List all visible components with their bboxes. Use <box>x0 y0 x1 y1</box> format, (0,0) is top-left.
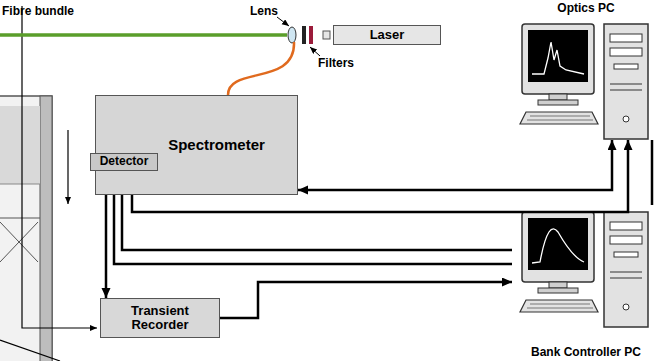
computer-label: Bank Controller PC <box>512 346 660 359</box>
part-label: Filters <box>318 56 354 70</box>
box-label: Transient Recorder <box>101 304 219 333</box>
box-label: Detector <box>100 155 149 168</box>
computer-icon: Optics PC <box>512 2 660 140</box>
box-label: Laser <box>370 28 405 42</box>
laser-box: Laser <box>333 25 441 45</box>
signal-line <box>651 140 654 205</box>
part-label: Lens <box>250 4 278 18</box>
signal-line <box>298 140 612 190</box>
box-label: Spectrometer <box>168 137 265 154</box>
computer-label: Optics PC <box>512 2 660 15</box>
computer-icon: Bank Controller PC <box>512 205 660 359</box>
detector-box: Detector <box>90 153 158 171</box>
spectrometer-box: Spectrometer <box>95 95 298 195</box>
signal-line <box>220 282 512 318</box>
part-label: Fibre bundle <box>2 4 74 18</box>
recorder-box: Transient Recorder <box>100 298 220 338</box>
